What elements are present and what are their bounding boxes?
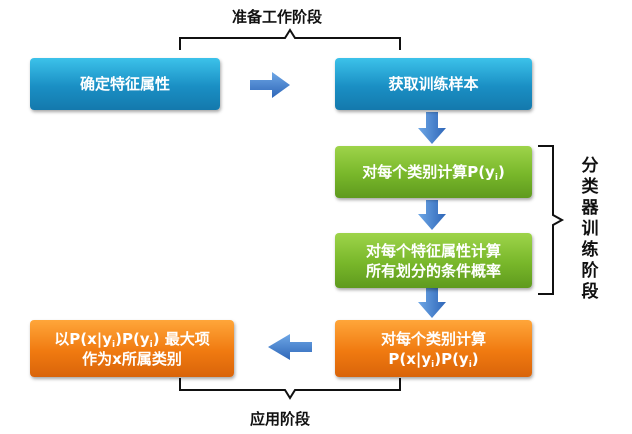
box-calc-joint-line1: 对每个类别计算 bbox=[380, 329, 486, 348]
prep-brace bbox=[179, 28, 401, 50]
arrow-down-1 bbox=[418, 112, 446, 144]
box-result: 以P(x|yi)P(yi) 最大项 作为x所属类别 bbox=[30, 320, 234, 377]
box-calc-class-prob-text: 对每个类别计算P(yi) bbox=[362, 163, 505, 183]
box-calc-joint-line2: P(x|yi)P(yi) bbox=[388, 349, 479, 370]
arrow-down-3 bbox=[418, 288, 446, 318]
box-result-line2: 作为x所属类别 bbox=[82, 349, 182, 368]
arrow-down-2 bbox=[418, 200, 446, 230]
box-calc-cond-prob: 对每个特征属性计算 所有划分的条件概率 bbox=[335, 233, 532, 288]
apply-brace bbox=[179, 378, 401, 400]
box-get-samples: 获取训练样本 bbox=[335, 58, 532, 110]
prep-stage-label: 准备工作阶段 bbox=[232, 8, 323, 26]
arrow-left bbox=[268, 334, 312, 360]
box-result-line1: 以P(x|yi)P(yi) 最大项 bbox=[54, 329, 210, 350]
box-determine-attrs-text: 确定特征属性 bbox=[79, 75, 170, 93]
box-calc-cond-prob-line2: 所有划分的条件概率 bbox=[365, 261, 501, 280]
box-determine-attrs: 确定特征属性 bbox=[30, 58, 220, 110]
arrow-right bbox=[250, 72, 290, 98]
apply-stage-label: 应用阶段 bbox=[250, 410, 311, 428]
train-stage-label: 分类器训练阶段 bbox=[581, 156, 599, 302]
box-calc-class-prob: 对每个类别计算P(yi) bbox=[335, 146, 532, 198]
box-calc-cond-prob-line1: 对每个特征属性计算 bbox=[365, 241, 501, 260]
box-get-samples-text: 获取训练样本 bbox=[388, 75, 479, 93]
box-calc-joint: 对每个类别计算 P(x|yi)P(yi) bbox=[335, 320, 532, 377]
train-brace bbox=[538, 145, 565, 295]
